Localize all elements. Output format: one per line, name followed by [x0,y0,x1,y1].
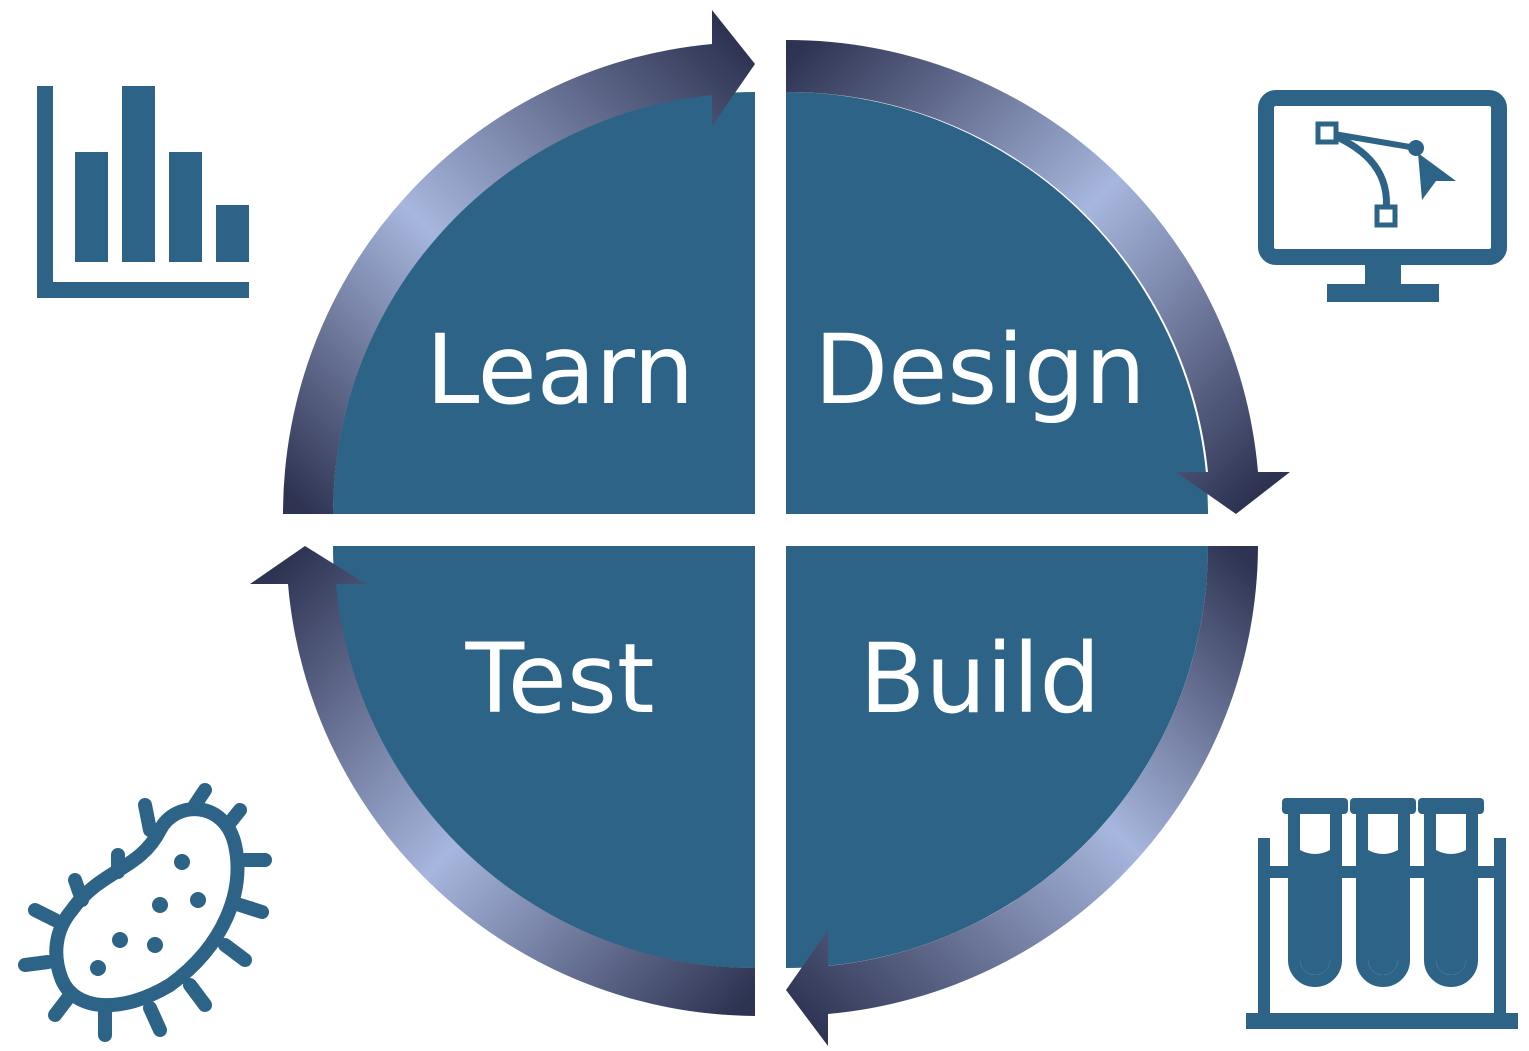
label-test: Test [464,623,654,735]
bar-chart-icon [37,86,249,298]
design-monitor-icon [1258,90,1507,302]
bacteria-icon [18,783,272,1042]
arrow-test-to-learn [250,546,755,1016]
arrow-learn-to-design [283,10,755,514]
quadrant-labels: Learn Design Build Test [426,314,1146,735]
quadrant-test [333,546,755,968]
quadrants [333,92,1208,968]
label-design: Design [814,314,1145,426]
arrow-build-to-test [786,546,1258,1046]
label-build: Build [860,623,1101,735]
cycle-arrows [250,10,1290,1046]
quadrant-build [786,546,1208,968]
arrow-design-to-build [786,39,1290,514]
quadrant-learn [333,92,755,514]
test-tubes-icon [1246,798,1518,1029]
quadrant-design [786,92,1208,514]
label-learn: Learn [426,314,694,426]
